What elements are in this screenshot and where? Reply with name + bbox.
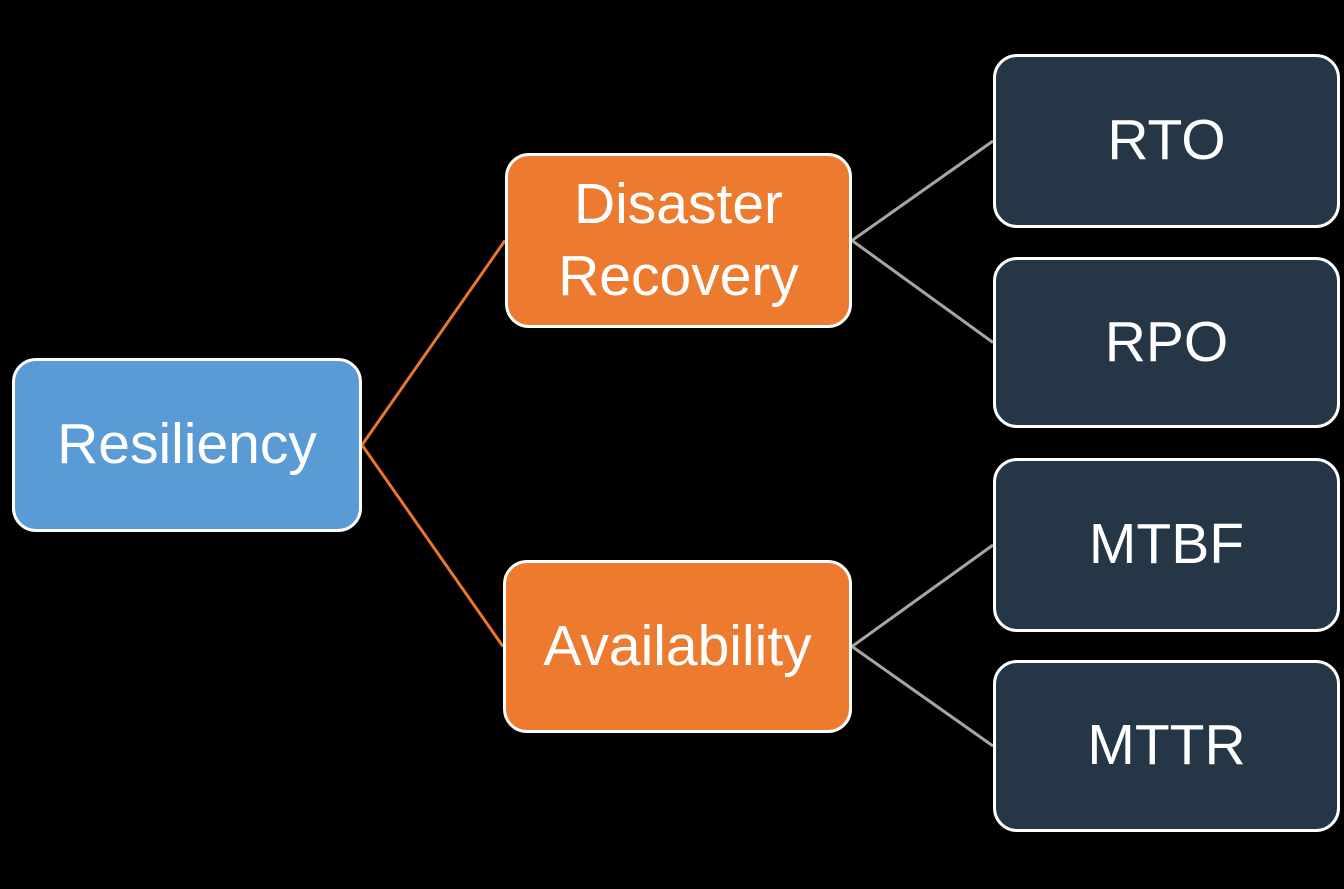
connector-availability-mttr — [851, 645, 994, 748]
node-mttr: MTTR — [993, 660, 1340, 832]
connector-resiliency-disaster-recovery — [360, 239, 507, 446]
node-disaster-recovery: Disaster Recovery — [505, 153, 852, 328]
node-rpo: RPO — [993, 257, 1340, 428]
node-mtbf-label: MTBF — [1088, 512, 1245, 577]
node-availability-label: Availability — [543, 613, 812, 678]
node-resiliency: Resiliency — [12, 358, 362, 532]
node-mttr-label: MTTR — [1087, 713, 1246, 778]
connector-availability-mtbf — [851, 543, 994, 648]
node-rto-label: RTO — [1107, 108, 1226, 173]
connector-disaster-recovery-rto — [851, 139, 994, 242]
node-rpo-label: RPO — [1104, 309, 1229, 374]
node-disaster-recovery-label: Disaster Recovery — [558, 172, 799, 308]
node-resiliency-label: Resiliency — [57, 412, 317, 477]
node-rto: RTO — [993, 54, 1340, 228]
connector-disaster-recovery-rpo — [851, 239, 994, 344]
node-mtbf: MTBF — [993, 458, 1340, 632]
node-availability: Availability — [503, 560, 852, 733]
connector-resiliency-availability — [360, 444, 505, 648]
